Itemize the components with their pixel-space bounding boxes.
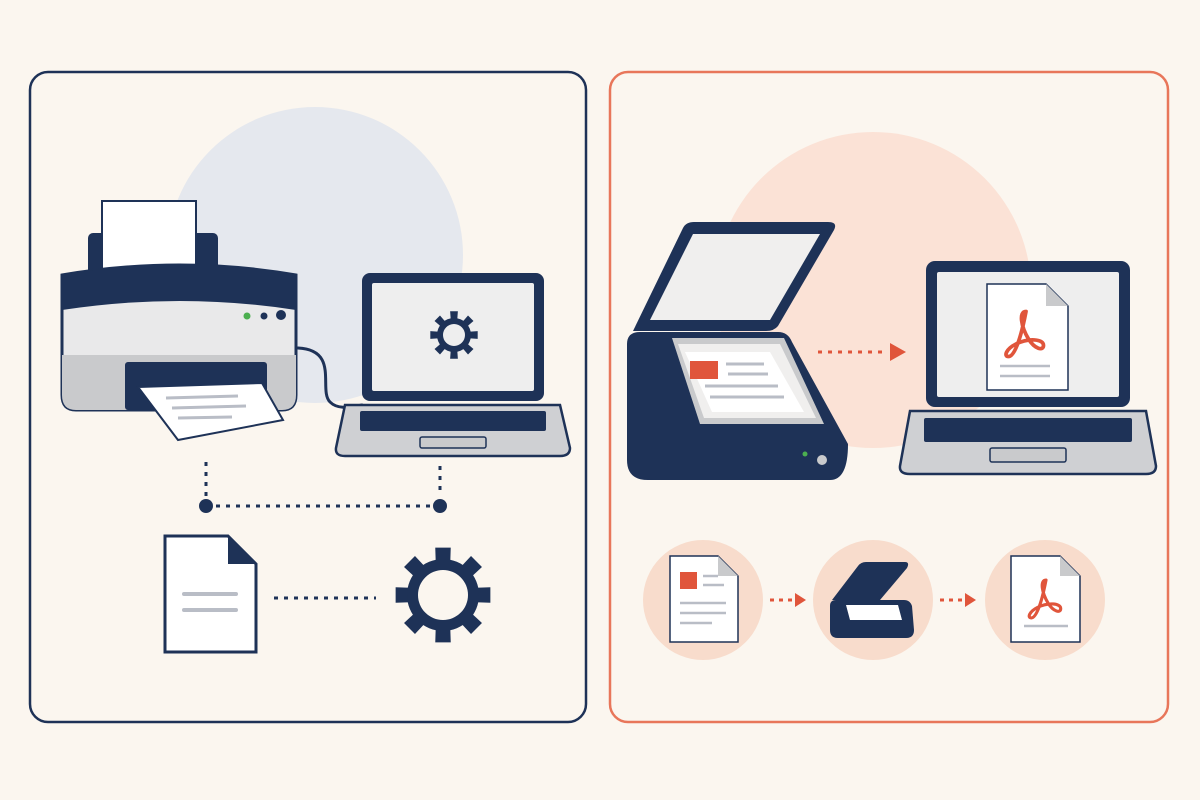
document-photo: [680, 572, 697, 589]
arrow-icon: [818, 343, 906, 361]
printer-icon: [60, 200, 298, 442]
status-light-green: [243, 312, 251, 320]
gear-body: [437, 318, 471, 352]
scan-panel: [608, 70, 1170, 724]
output-paper-line: [171, 404, 247, 410]
output-paper-line: [177, 415, 233, 420]
settings-gear-icon: [395, 547, 491, 643]
acrobat-logo-icon: [1004, 309, 1046, 359]
arrow-icon: [940, 593, 976, 607]
scanner-glass: [846, 605, 902, 620]
printer-top: [62, 265, 296, 310]
pdf-fold: [1046, 284, 1068, 306]
scan-panel-border: [608, 70, 1170, 724]
scanner-lid-inner: [650, 234, 820, 320]
keyboard: [360, 411, 546, 431]
document-icon: [163, 534, 258, 654]
connection-line: [199, 462, 447, 600]
arrow-head: [890, 343, 906, 361]
power-button: [276, 310, 286, 320]
trackpad: [989, 447, 1067, 463]
gear-icon: [430, 311, 478, 359]
arrow-head: [965, 593, 976, 607]
keyboard: [924, 418, 1132, 442]
acrobat-swirl: [1004, 309, 1046, 359]
flatbed-scanner-icon: [627, 222, 848, 480]
trackpad: [419, 436, 487, 449]
acrobat-swirl: [1027, 578, 1063, 620]
laptop-icon: [898, 261, 1158, 476]
print-panel-border: [28, 70, 588, 724]
step-pdf-fold: [1060, 556, 1080, 576]
document-photo: [690, 361, 718, 379]
arrow-head: [795, 593, 806, 607]
gear-body: [407, 559, 479, 631]
pdf-document-icon: [986, 283, 1069, 391]
status-light-green: [802, 451, 808, 457]
laptop-icon: [334, 273, 572, 458]
pdf-step: [985, 540, 1105, 660]
step-document-fold: [718, 556, 738, 576]
connection-node: [433, 499, 447, 513]
output-paper-line: [165, 394, 239, 400]
scanner-lid: [832, 562, 909, 600]
scanner-power-button: [815, 453, 829, 467]
document-fold: [228, 536, 256, 564]
pdf-icon: [1027, 578, 1063, 620]
document-step: [643, 540, 763, 660]
status-light: [260, 312, 268, 320]
scanner-step: [813, 540, 933, 660]
connection-node: [199, 499, 213, 513]
laptop-screen: [372, 283, 534, 391]
arrow-icon: [770, 593, 806, 607]
print-panel: [28, 70, 588, 724]
